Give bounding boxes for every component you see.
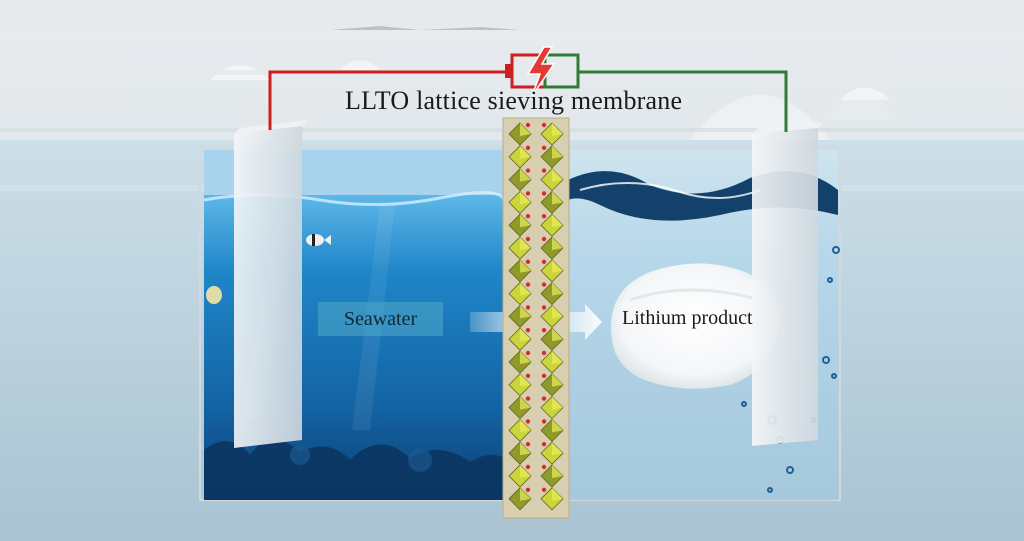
seawater-label: Seawater <box>318 302 443 336</box>
oxygen-atom <box>525 122 531 128</box>
oxygen-atom <box>525 328 531 333</box>
circuit-wires <box>268 70 788 132</box>
octahedron-face <box>520 145 531 159</box>
oxygen-atom <box>541 442 547 447</box>
oxygen-atom <box>525 373 531 378</box>
oxygen-atom <box>525 396 531 401</box>
oxygen-atom <box>525 168 531 173</box>
oxygen-atom <box>525 442 531 447</box>
octahedron-face <box>552 305 563 319</box>
octahedron-face <box>552 465 563 478</box>
octahedron-face <box>552 123 563 136</box>
octahedron-face <box>552 168 563 182</box>
octahedron-face <box>520 465 531 478</box>
oxygen-atom <box>541 214 547 219</box>
battery-icon <box>505 46 580 97</box>
octahedron-face <box>520 214 531 228</box>
oxygen-atom <box>541 419 547 424</box>
oxygen-atom <box>541 259 547 264</box>
fish-icon <box>306 234 331 246</box>
octahedron-face <box>552 145 563 159</box>
oxygen-atom <box>525 236 531 242</box>
octahedron-face <box>552 237 563 250</box>
octahedron-face <box>520 123 531 136</box>
octahedron-face <box>552 259 563 273</box>
octahedron-face <box>520 442 531 456</box>
oxygen-atom <box>541 373 547 378</box>
llto-membrane <box>502 117 570 519</box>
octahedron-face <box>552 396 563 410</box>
oxygen-atom <box>541 145 547 150</box>
positive-wire <box>268 70 512 130</box>
oxygen-atom <box>541 191 547 196</box>
octahedron-face <box>520 487 531 501</box>
octahedron-face <box>520 419 531 433</box>
oxygen-atom <box>525 464 531 470</box>
octahedron-face <box>552 351 563 364</box>
octahedron-face <box>520 351 531 364</box>
oxygen-atom <box>525 145 531 150</box>
octahedron-face <box>520 328 531 342</box>
octahedron-face <box>552 214 563 228</box>
octahedron-face <box>520 191 531 205</box>
octahedron-face <box>520 259 531 273</box>
oxygen-atom <box>525 259 531 264</box>
oxygen-atom <box>525 282 531 287</box>
membrane-title: LLTO lattice sieving membrane <box>345 86 683 115</box>
octahedron-face <box>520 237 531 250</box>
octahedron-face <box>552 282 563 296</box>
oxygen-atom <box>525 214 531 219</box>
oxygen-atom <box>541 122 547 128</box>
lightning-icon <box>526 46 556 97</box>
oxygen-atom <box>525 487 531 492</box>
octahedron-face <box>520 373 531 387</box>
lithium-product-pile <box>611 263 780 389</box>
oxygen-atom <box>525 419 531 424</box>
oxygen-atom <box>541 350 547 356</box>
lithium-product-label: Lithium product <box>622 307 753 329</box>
lattice-octahedra <box>508 122 564 511</box>
octahedron-face <box>552 487 563 501</box>
left-electrode <box>234 120 308 448</box>
octahedron-face <box>520 396 531 410</box>
oxygen-atom <box>541 168 547 173</box>
oxygen-atom <box>541 487 547 492</box>
octahedron-face <box>552 373 563 387</box>
octahedron-face <box>520 305 531 319</box>
oxygen-atom <box>541 236 547 242</box>
right-electrode <box>752 122 824 446</box>
negative-wire <box>578 70 788 132</box>
oxygen-atom <box>541 464 547 470</box>
oxygen-atom <box>541 396 547 401</box>
oxygen-atom <box>525 305 531 310</box>
oxygen-atom <box>525 191 531 196</box>
oxygen-atom <box>525 350 531 356</box>
oxygen-atom <box>541 305 547 310</box>
octahedron-face <box>552 191 563 205</box>
octahedron-face <box>552 419 563 433</box>
octahedron-face <box>520 168 531 182</box>
oxygen-atom <box>541 328 547 333</box>
octahedron-face <box>552 328 563 342</box>
oxygen-atom <box>541 282 547 287</box>
octahedron-face <box>520 282 531 296</box>
octahedron-face <box>552 442 563 456</box>
